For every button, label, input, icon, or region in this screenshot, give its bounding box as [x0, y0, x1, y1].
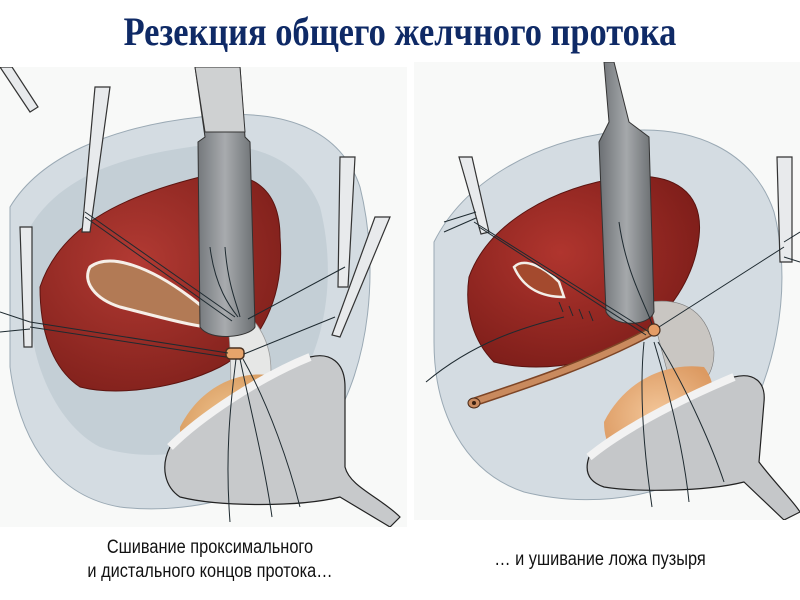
surgical-illustration-gallbladder-bed-closure [414, 62, 800, 520]
left-illustration [0, 67, 407, 527]
slide-title: Резекция общего желчного протока [123, 9, 677, 54]
surgical-illustration-duct-anastomosis [0, 67, 407, 527]
right-illustration [414, 62, 800, 520]
right-caption: … и ушивание ложа пузыря [428, 548, 772, 572]
left-caption: Сшивание проксимального и дистального ко… [29, 536, 390, 584]
left-caption-line1: Сшивание проксимального [106, 537, 314, 558]
right-caption-line1: … и ушивание ложа пузыря [494, 549, 706, 570]
left-caption-line2: и дистального концов протока… [87, 561, 333, 582]
